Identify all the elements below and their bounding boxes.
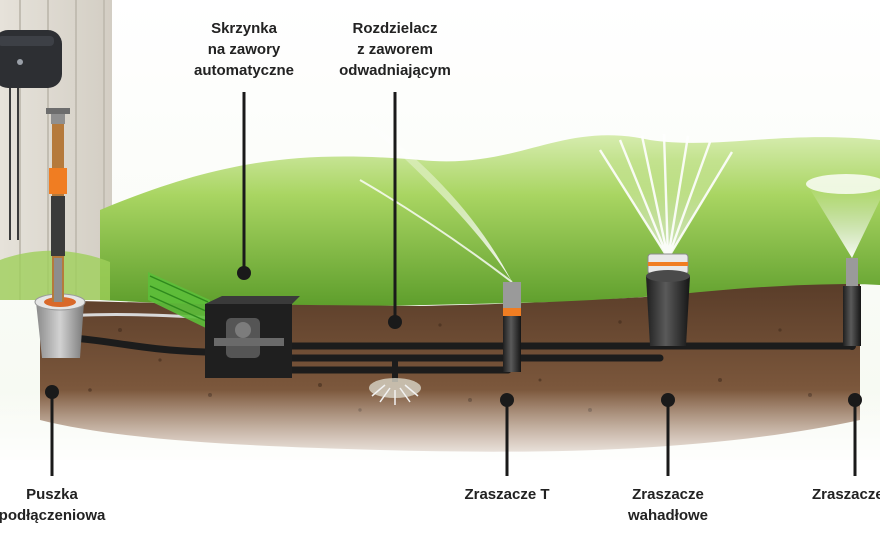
label-valve-box-line1: Skrzynka	[211, 20, 277, 37]
connection-box	[34, 108, 86, 358]
callout-dot-popup	[848, 393, 862, 407]
label-manifold-line1: Rozdzielacz	[352, 20, 438, 37]
callout-dot-manifold	[388, 315, 402, 329]
label-connection-box: Puszka podłączeniowa	[0, 484, 122, 526]
t-sprinkler	[340, 100, 521, 372]
popup-sprinkler	[806, 174, 880, 346]
drain-valve	[369, 360, 421, 405]
valve-box	[148, 272, 300, 378]
callout-dot-connection-box	[45, 385, 59, 399]
oscillating-sprinkler	[598, 133, 734, 346]
label-oscillating-line1: Zraszacze	[632, 486, 704, 503]
label-manifold: Rozdzielacz z zaworem odwadniającym	[324, 18, 466, 81]
irrigation-controller	[0, 30, 62, 240]
callout-dot-oscillating	[661, 393, 675, 407]
label-connection-box-line2: podłączeniowa	[0, 507, 106, 524]
label-right-sprinklers-line1: Zraszacze	[812, 486, 880, 503]
label-manifold-line2: z zaworem	[357, 41, 433, 58]
callout-dot-t-sprinkler	[500, 393, 514, 407]
label-valve-box-line2: na zawory	[207, 41, 281, 58]
label-t-sprinklers-line1: Zraszacze T	[464, 486, 550, 503]
label-oscillating-line2: wahadłowe	[627, 507, 709, 524]
label-oscillating-sprinklers: Zraszacze wahadłowe	[608, 484, 728, 526]
label-manifold-line3: odwadniającym	[339, 62, 451, 79]
label-right-sprinklers: Zraszacze	[812, 484, 880, 505]
label-t-sprinklers: Zraszacze T	[447, 484, 567, 505]
label-valve-box: Skrzynka na zawory automatyczne	[184, 18, 304, 81]
callouts	[45, 92, 862, 476]
label-connection-box-line1: Puszka	[26, 486, 78, 503]
callout-dot-valve-box	[237, 266, 251, 280]
label-valve-box-line3: automatyczne	[193, 62, 295, 79]
